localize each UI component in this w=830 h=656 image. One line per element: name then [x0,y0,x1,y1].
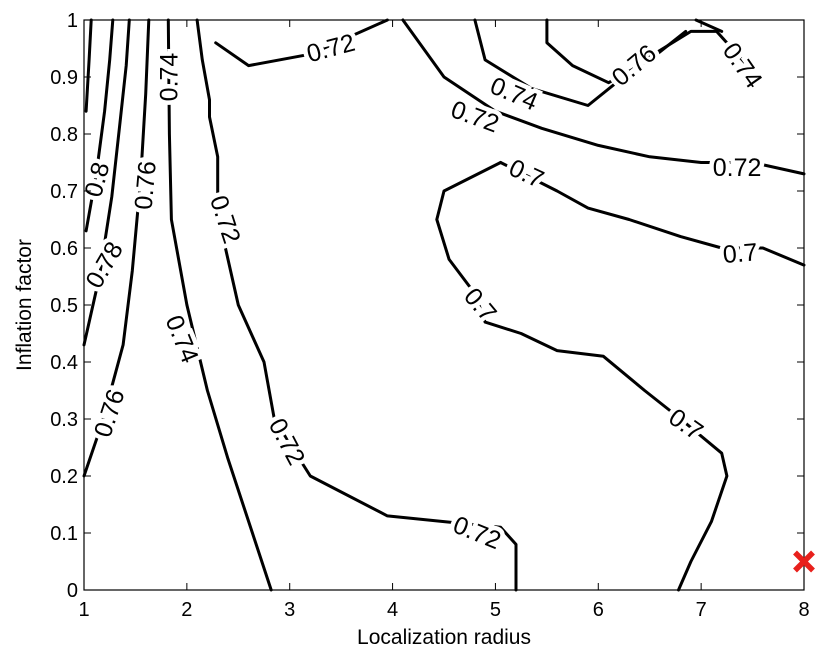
plot-background [84,20,804,590]
contour-line-0.8-0 [84,18,93,113]
contour-line-0.78-2 [82,18,131,347]
contour-line-0.72-5 [195,18,518,592]
contour-line-0.72-6 [214,18,389,68]
x-axis-label: Localization radius [357,626,531,649]
x-tick-label-7: 8 [798,599,809,621]
contour-label-6: 0.74 [155,53,183,102]
y-tick-label-1: 0.1 [50,523,78,545]
contour-line-0.74-10 [694,18,724,33]
contour-line-0.72-7 [401,18,806,176]
contour-label-16: 0.7 [722,238,759,269]
y-tick-label-7: 0.7 [50,181,78,203]
contour-line-0.74-8 [473,18,760,107]
contour-line-0.8-1 [84,18,115,233]
marker-stroke-b [793,550,815,573]
y-tick-label-6: 0.6 [50,238,78,260]
x-tick-label-0: 1 [78,599,89,621]
y-tick-label-4: 0.4 [50,352,78,374]
x-tick-label-3: 4 [387,599,398,621]
contour-layer [82,18,806,592]
y-axis-label: Inflation factor [13,239,36,371]
y-tick-label-9: 0.9 [50,67,78,89]
y-tick-label-2: 0.2 [50,466,78,488]
x-tick-label-1: 2 [181,599,192,621]
contour-line-0.7-11 [435,161,729,592]
contour-line-0.74-4 [166,18,273,592]
y-tick-label-10: 1 [67,10,78,32]
contour-line-0.7-12 [499,161,806,267]
marker-layer [793,550,815,573]
tick-layer: 1 2 3 4 5 6 7 8 0 0.1 0.2 0.3 0.4 0.5 0.6 0.7 0.8 0.9 1 [50,10,809,621]
contour-label-5: 0.72 [713,154,762,182]
marker-x-icon-0 [793,550,815,573]
x-tick-label-6: 7 [696,599,707,621]
contour-line-0.76-9 [545,18,688,85]
contour-label-10: 0.76 [130,160,162,211]
y-tick-label-5: 0.5 [50,295,78,317]
x-tick-label-5: 6 [593,599,604,621]
x-tick-label-2: 3 [284,599,295,621]
x-tick-label-4: 5 [490,599,501,621]
contour-line-0.76-3 [82,18,151,478]
y-tick-label-0: 0 [67,580,78,602]
y-tick-label-8: 0.8 [50,124,78,146]
y-tick-label-3: 0.3 [50,409,78,431]
